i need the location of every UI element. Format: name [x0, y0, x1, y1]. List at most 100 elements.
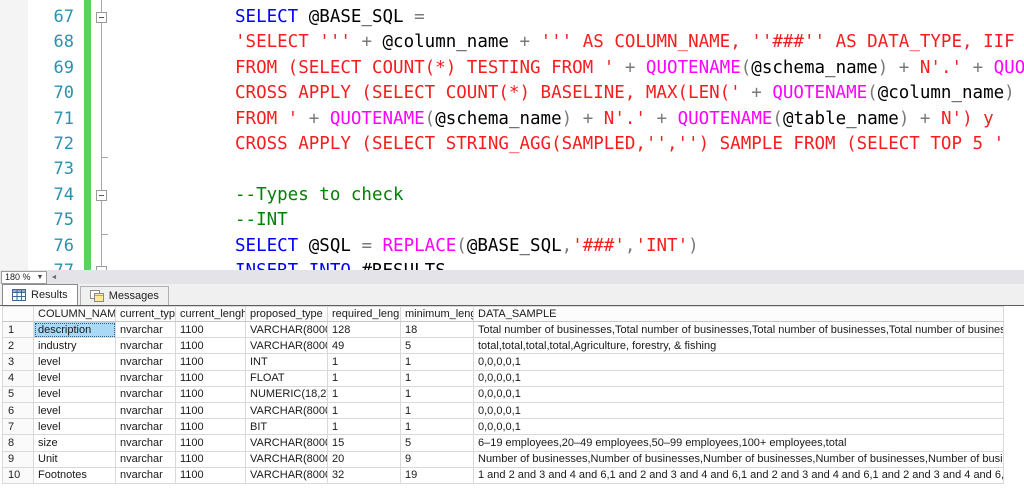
minus-box-icon[interactable] — [96, 189, 107, 201]
grid-cell[interactable]: nvarchar — [115, 369, 176, 387]
grid-cell[interactable]: 1100 — [175, 450, 246, 468]
grid-cell[interactable]: nvarchar — [115, 337, 176, 355]
grid-cell[interactable]: 0,0,0,0,1 — [473, 401, 1004, 420]
row-header[interactable]: 10 — [2, 466, 34, 484]
row-header[interactable]: 6 — [2, 401, 34, 420]
grid-cell[interactable]: 1100 — [175, 385, 246, 403]
grid-cell[interactable]: size — [33, 434, 116, 452]
grid-cell[interactable]: 0,0,0,0,1 — [473, 418, 1004, 436]
grid-corner-cell[interactable] — [2, 306, 34, 322]
row-header[interactable]: 9 — [2, 450, 34, 468]
grid-cell[interactable]: 1100 — [175, 466, 246, 484]
grid-cell[interactable]: 1 — [327, 385, 401, 403]
grid-cell[interactable]: 18 — [400, 320, 474, 339]
grid-cell[interactable]: BIT — [245, 418, 328, 436]
row-header[interactable]: 7 — [2, 418, 34, 436]
grid-cell[interactable]: level — [33, 369, 116, 387]
grid-cell[interactable]: description — [33, 320, 116, 339]
grid-cell[interactable]: 15 — [327, 434, 401, 452]
row-header[interactable]: 8 — [2, 434, 34, 452]
grid-cell[interactable]: INT — [245, 353, 328, 371]
grid-cell[interactable]: level — [33, 418, 116, 436]
grid-cell[interactable]: 32 — [327, 466, 401, 484]
grid-cell[interactable]: nvarchar — [115, 320, 176, 339]
grid-cell[interactable]: 1100 — [175, 353, 246, 371]
row-header[interactable]: 3 — [2, 353, 34, 371]
row-header[interactable]: 1 — [2, 320, 34, 339]
grid-cell[interactable]: 1 — [400, 353, 474, 371]
column-header[interactable]: proposed_type — [245, 306, 328, 322]
grid-cell[interactable]: 0,0,0,0,1 — [473, 369, 1004, 387]
grid-cell[interactable]: 1 and 2 and 3 and 4 and 6,1 and 2 and 3 … — [473, 466, 1004, 484]
grid-cell[interactable]: level — [33, 401, 116, 420]
grid-cell[interactable]: nvarchar — [115, 353, 176, 371]
grid-cell[interactable]: VARCHAR(8000) — [245, 320, 328, 339]
minus-box-icon[interactable] — [96, 11, 107, 23]
grid-cell[interactable]: FLOAT — [245, 369, 328, 387]
grid-cell[interactable]: Total number of businesses,Total number … — [473, 320, 1004, 339]
tab-results[interactable]: Results — [2, 284, 78, 305]
column-header[interactable]: DATA_SAMPLE — [473, 306, 1004, 322]
grid-cell[interactable]: VARCHAR(8000) — [245, 450, 328, 468]
grid-cell[interactable]: 1100 — [175, 418, 246, 436]
sql-editor[interactable]: 6768697071727374757677 SELECT @BASE_SQL … — [0, 0, 1024, 270]
grid-cell[interactable]: Unit — [33, 450, 116, 468]
grid-cell[interactable]: level — [33, 353, 116, 371]
grid-cell[interactable]: 1 — [327, 401, 401, 420]
grid-cell[interactable]: 1 — [327, 369, 401, 387]
column-header[interactable]: required_lenght — [327, 306, 401, 322]
grid-cell[interactable]: 6–19 employees,20–49 employees,50–99 emp… — [473, 434, 1004, 452]
grid-cell[interactable]: nvarchar — [115, 434, 176, 452]
grid-cell[interactable]: 1 — [400, 385, 474, 403]
grid-cell[interactable]: NUMERIC(18,2) — [245, 385, 328, 403]
grid-cell[interactable]: level — [33, 385, 116, 403]
grid-cell[interactable]: 1100 — [175, 434, 246, 452]
horizontal-scrollbar[interactable] — [61, 270, 1024, 284]
grid-cell[interactable]: 128 — [327, 320, 401, 339]
minus-box-icon[interactable] — [96, 265, 107, 270]
tab-messages[interactable]: Messages — [79, 286, 169, 305]
row-header[interactable]: 2 — [2, 337, 34, 355]
grid-cell[interactable]: VARCHAR(8000) — [245, 337, 328, 355]
grid-cell[interactable]: 5 — [400, 337, 474, 355]
row-header[interactable]: 4 — [2, 369, 34, 387]
grid-cell[interactable]: 1100 — [175, 320, 246, 339]
grid-cell[interactable]: 1100 — [175, 337, 246, 355]
row-header[interactable]: 5 — [2, 385, 34, 403]
grid-cell[interactable]: 1100 — [175, 369, 246, 387]
grid-cell[interactable]: 0,0,0,0,1 — [473, 385, 1004, 403]
grid-cell[interactable]: 1 — [327, 353, 401, 371]
grid-cell[interactable]: Number of businesses,Number of businesse… — [473, 450, 1004, 468]
column-header[interactable]: COLUMN_NAME — [33, 306, 116, 322]
grid-cell[interactable]: VARCHAR(8000) — [245, 466, 328, 484]
grid-cell[interactable]: 0,0,0,0,1 — [473, 353, 1004, 371]
column-header[interactable]: current_lenght — [175, 306, 246, 322]
column-header[interactable]: current_type — [115, 306, 176, 322]
grid-cell[interactable]: 1100 — [175, 401, 246, 420]
grid-cell[interactable]: nvarchar — [115, 401, 176, 420]
grid-cell[interactable]: VARCHAR(8000) — [245, 401, 328, 420]
grid-cell[interactable]: 5 — [400, 434, 474, 452]
grid-cell[interactable]: Footnotes — [33, 466, 116, 484]
grid-cell[interactable]: 1 — [400, 418, 474, 436]
grid-cell[interactable]: 1 — [327, 418, 401, 436]
grid-cell[interactable]: 19 — [400, 466, 474, 484]
grid-cell[interactable]: 20 — [327, 450, 401, 468]
grid-cell[interactable]: nvarchar — [115, 418, 176, 436]
grid-cell[interactable]: 9 — [400, 450, 474, 468]
grid-cell[interactable]: nvarchar — [115, 385, 176, 403]
chevron-down-icon[interactable]: ▼ — [36, 273, 44, 281]
grid-cell[interactable]: total,total,total,total,Agriculture, for… — [473, 337, 1004, 355]
code-text-area[interactable]: SELECT @BASE_SQL ='SELECT ''' + @column_… — [113, 0, 1024, 270]
triangle-left-icon[interactable]: ◄ — [50, 273, 58, 281]
grid-cell[interactable]: 1 — [400, 401, 474, 420]
grid-cell[interactable]: industry — [33, 337, 116, 355]
grid-cell[interactable]: VARCHAR(8000) — [245, 434, 328, 452]
grid-cell[interactable]: 49 — [327, 337, 401, 355]
column-header[interactable]: minimum_lenght — [400, 306, 474, 322]
grid-cell[interactable]: nvarchar — [115, 466, 176, 484]
grid-cell[interactable]: nvarchar — [115, 450, 176, 468]
grid-cell[interactable]: 1 — [400, 369, 474, 387]
editor-zoom-select[interactable]: 180 % ▼ — [1, 270, 47, 284]
line-number: 67 — [53, 7, 74, 27]
